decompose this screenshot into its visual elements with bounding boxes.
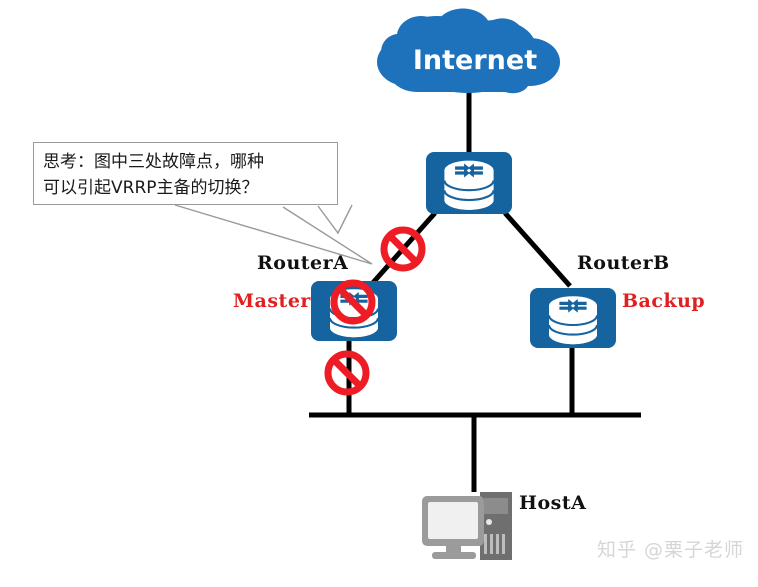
host-a-computer-icon[interactable] [422,492,512,560]
router-a-role-label: Master [233,290,311,312]
callout-textbox: 思考：图中三处故障点，哪种 可以引起VRRP主备的切换？ [33,142,338,205]
callout-pointer-tail [174,204,373,265]
callout-line-2: 可以引起VRRP主备的切换？ [43,178,259,198]
internet-cloud-label: Internet [412,45,538,76]
core-router-node[interactable] [426,152,512,214]
callout-line-1: 思考：图中三处故障点，哪种 [43,152,264,172]
link-core-to-router-b [503,211,572,288]
router-b-label: RouterB [577,252,670,274]
router-a-label: RouterA [257,252,349,274]
host-a-label: HostA [519,492,587,514]
watermark-text: 知乎 @栗子老师 [597,539,745,561]
router-a-node[interactable] [311,281,397,341]
fault-point-uplink-a[interactable] [384,230,422,268]
router-b-role-label: Backup [622,290,706,312]
router-b-node[interactable] [530,288,616,348]
internet-cloud [377,8,560,94]
